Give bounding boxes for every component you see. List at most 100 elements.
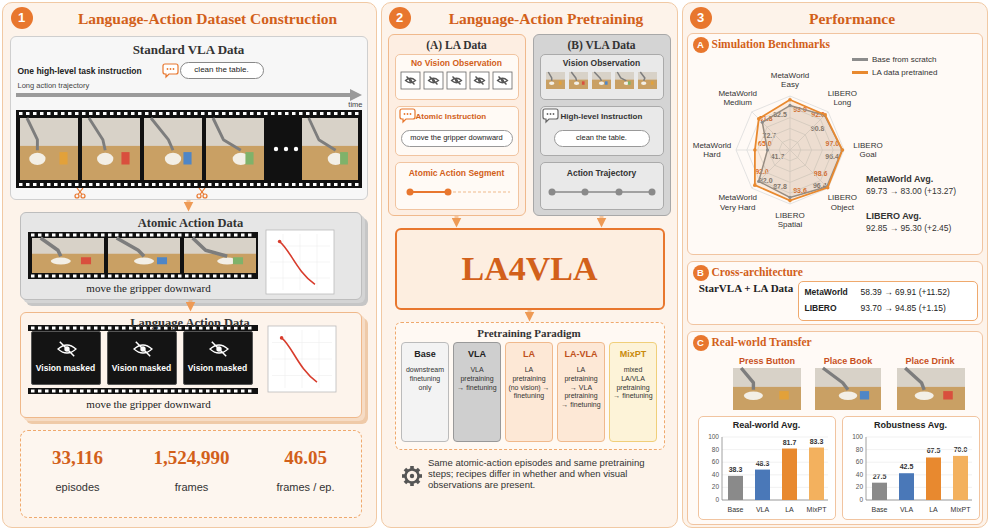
trajectory-plot [285,330,286,388]
film-strip [66,327,70,330]
film-strip [164,390,168,393]
bar-chart [728,476,743,500]
film-strip [82,183,86,186]
text-slot: Long action trajectory [18,81,168,90]
photo [815,368,881,410]
field-box: Vision Observation [540,54,664,100]
film-strip [45,275,49,278]
trajectory-plot [280,242,315,285]
bar-chart [809,448,824,500]
scissors-icon [197,188,207,198]
label-text: MixPT [951,506,971,514]
gear-icon [402,474,406,478]
film-strip [241,275,245,278]
label-text: 92.0 [810,111,826,119]
film-strip [284,147,288,151]
film-strip [152,112,156,115]
label-text: Press Button [739,356,795,366]
field-box: move the gripper downwardAtomic Instruct… [395,106,519,156]
label-slot: 100 [708,433,719,440]
eye-slash-icon [432,79,435,82]
label-slot: 96.4 [824,152,840,160]
photo [624,82,629,85]
trajectory-plot [268,326,336,392]
text-slot: clean the table. [555,133,649,142]
radar-chart [790,96,791,150]
paradigm-card: MixPTmixed LA/VLA pretraining → finetuni… [609,342,657,442]
instruction-pill: clean the table. [554,130,650,147]
film-strip [234,327,238,330]
film-strip [117,183,121,186]
film-strip [213,327,217,330]
trajectory-arrow [350,89,362,101]
label-text: MetaWorld Very Hard [716,193,760,211]
label-text: 72.7 [761,132,777,140]
label-slot: 82.5 [772,111,788,119]
film-strip [327,112,331,115]
film-strip [143,275,147,278]
film-strip [110,183,114,186]
film-strip [131,112,135,115]
film-strip [129,275,133,278]
photo [549,82,554,85]
photo [733,387,801,410]
masked-frame: Vision masked [31,331,101,385]
scissors-icon [75,194,79,198]
photo [328,153,344,165]
film-strip [334,112,338,115]
label-slot: LIBERO Long [820,88,864,106]
label-text: LA [929,506,938,514]
label-slot: 92.0 [754,168,770,176]
trajectory-plot [317,234,318,290]
flow-arrow [187,201,191,202]
eye-slash-icon [409,79,412,82]
trajectory-arrow [16,89,362,101]
text-slot: A [693,37,709,53]
label-slot: VLA [756,506,769,514]
film-strip [54,112,58,115]
chart-box: Real-world Avg. [698,416,836,520]
action-dots [582,189,589,196]
chat-icon [547,113,549,115]
film-strip [31,390,35,393]
text-slot: 46.05 [251,447,361,470]
text-slot: (A) LA Data [389,39,525,53]
text-slot: LIBERO [805,303,861,313]
chat-icon [404,113,406,115]
film-strip [136,234,140,237]
node-text: clean the table. [555,133,649,142]
film-strip [199,390,203,393]
film-strip [80,275,84,278]
text-slot: frames / ep. [251,481,361,494]
text-slot: 3 [690,7,712,29]
film-strip [80,234,84,237]
photo [574,82,579,85]
text-slot: No Vision Observation [396,58,518,68]
label-text: 82.0 [758,177,774,185]
film-strip [73,327,77,330]
film-strip [274,147,278,151]
film-strip [101,234,105,237]
label-slot: LIBERO Goal [846,141,890,159]
photo [546,72,565,89]
trajectory-plot [272,375,332,376]
film-strip [220,390,224,393]
photo [569,72,588,89]
chat-icon [543,109,558,122]
film-strip [250,112,254,115]
photo [569,72,588,89]
photo [157,257,167,264]
label-text: 65.0 [757,139,773,147]
eye-slash-icon [136,342,150,356]
eye-slash-icon [406,77,416,85]
film-strip [213,275,217,278]
label-slot: 40 [856,471,863,478]
instruction-pill: move the gripper downward [401,130,513,147]
label-text: LIBERO Spatial [768,211,812,229]
eye-slash-icon [140,346,145,351]
text-slot: move the gripper downward [29,282,269,295]
node-text: Vision masked [32,363,99,373]
node-text: Vision masked [184,363,251,373]
film-strip [227,390,231,393]
